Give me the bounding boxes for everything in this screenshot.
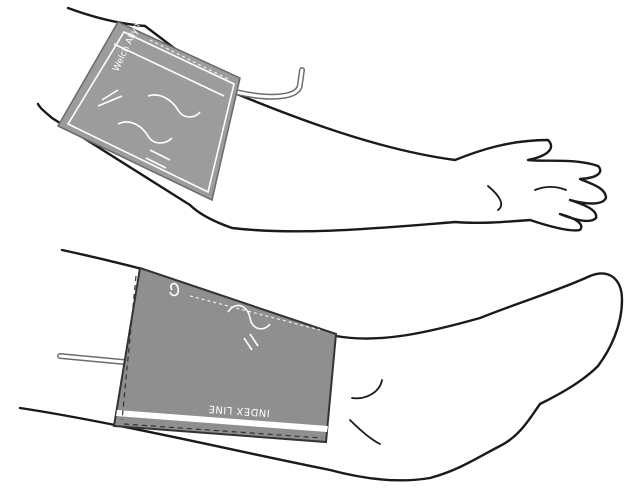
leg-cuff: INDEX LINE — [114, 268, 336, 442]
arm-cuff-tube — [236, 70, 302, 97]
